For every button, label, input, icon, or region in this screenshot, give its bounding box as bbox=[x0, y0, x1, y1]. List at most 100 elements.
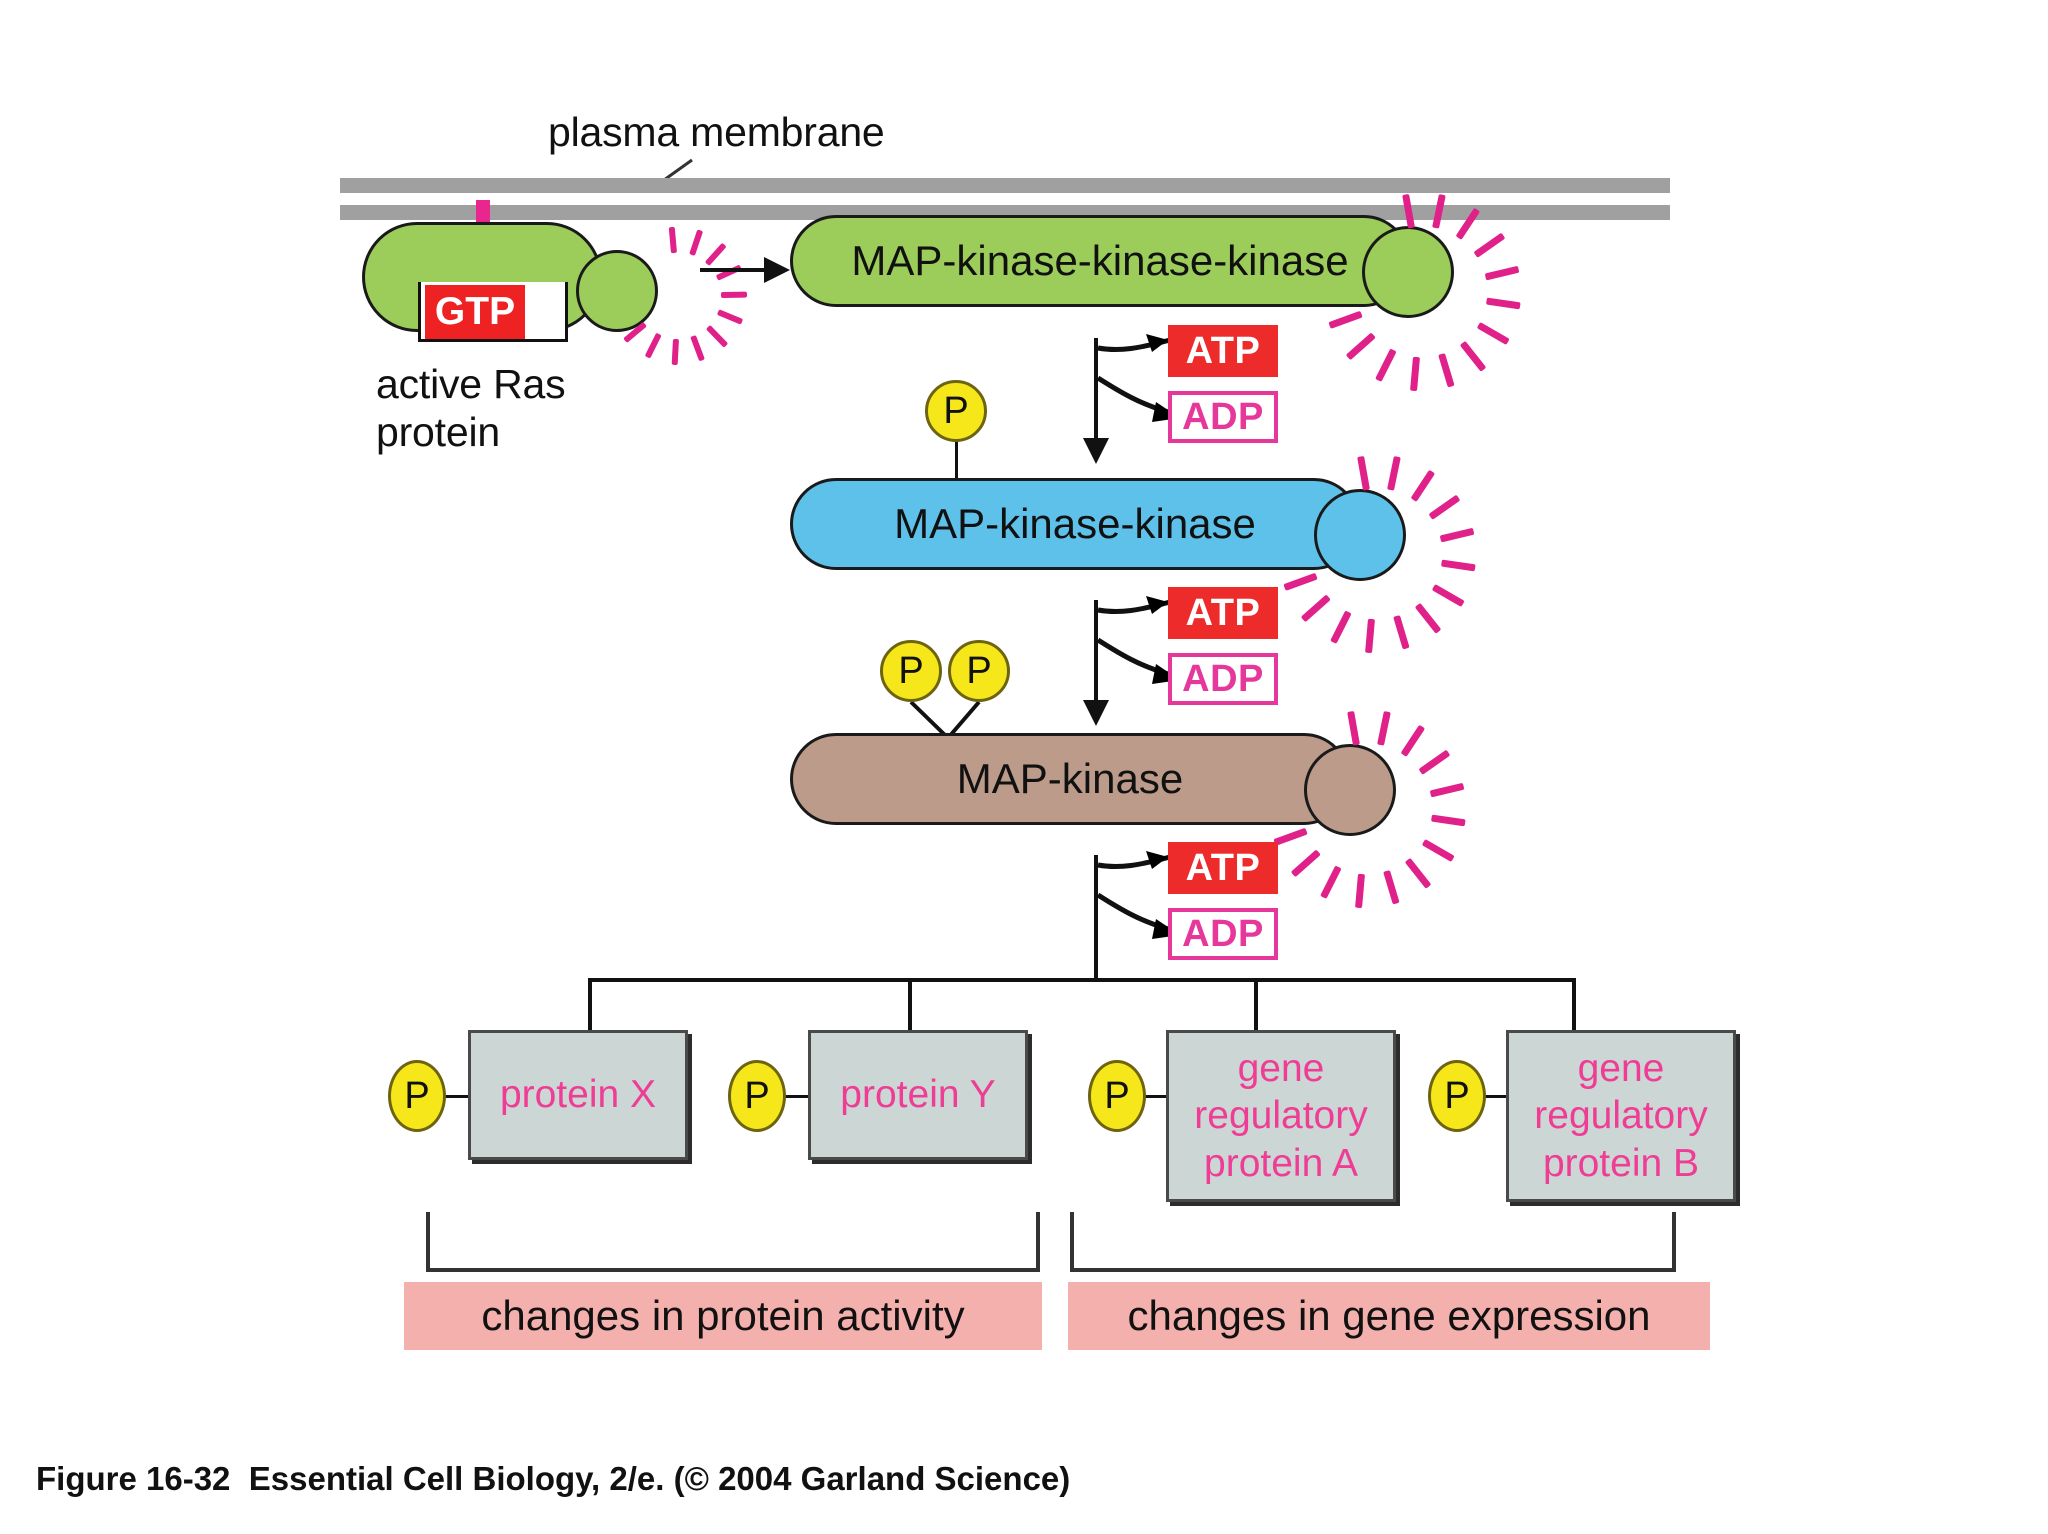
mapkk-body: MAP-kinase-kinase bbox=[790, 478, 1360, 570]
burst-ray bbox=[1405, 857, 1432, 889]
burst-ray bbox=[1455, 207, 1480, 240]
burst-ray bbox=[1301, 594, 1332, 623]
burst-ray bbox=[1355, 873, 1366, 908]
burst-ray bbox=[716, 309, 743, 326]
phosphate-circle-mapkk: P bbox=[925, 380, 987, 442]
active-ras-label-text: active Ras protein bbox=[376, 361, 566, 456]
burst-ray bbox=[1319, 865, 1342, 900]
phosphate-link-protein-y bbox=[784, 1095, 810, 1098]
bracket-protein-activity bbox=[426, 1212, 1040, 1272]
adp-badge-2: ADP bbox=[1168, 653, 1278, 705]
burst-ray bbox=[1356, 455, 1370, 491]
phosphate-circle-protein-y: P bbox=[728, 1060, 786, 1132]
burst-ray bbox=[668, 226, 678, 254]
burst-ray bbox=[671, 338, 679, 366]
branch-line-1 bbox=[588, 978, 592, 1042]
mapkkk-activation-knob bbox=[1362, 226, 1454, 318]
ras-to-mapkkk-arrowhead-icon bbox=[764, 257, 790, 283]
figure-caption: Figure 16-32 Essential Cell Biology, 2/e… bbox=[36, 1460, 1071, 1497]
burst-ray bbox=[1432, 194, 1446, 230]
phosphate-link-grp-a bbox=[1144, 1095, 1170, 1098]
target-box-protein-y[interactable]: protein Y bbox=[808, 1030, 1028, 1160]
mapkkk-activation-burst-icon bbox=[1328, 190, 1521, 391]
mapk-label: MAP-kinase bbox=[956, 755, 1184, 802]
phosphate-stem-mapkk bbox=[955, 440, 958, 482]
phosphate-circle-mapk-1: P bbox=[880, 640, 942, 702]
burst-ray bbox=[1460, 340, 1487, 372]
phosphate-link-grp-b bbox=[1484, 1095, 1510, 1098]
phospho-arrow-1-head-icon bbox=[1083, 438, 1109, 464]
burst-ray bbox=[1477, 321, 1510, 345]
atp-badge-3: ATP bbox=[1168, 842, 1278, 894]
burst-ray bbox=[1441, 559, 1476, 572]
burst-ray bbox=[1291, 849, 1322, 878]
burst-ray bbox=[1365, 618, 1376, 653]
ras-effector-knob bbox=[576, 250, 658, 332]
target-box-grp-a-label: gene regulatory protein A bbox=[1194, 1046, 1368, 1185]
mapkk-label: MAP-kinase-kinase bbox=[894, 500, 1256, 547]
burst-ray bbox=[1382, 870, 1400, 905]
target-box-protein-x[interactable]: protein X bbox=[468, 1030, 688, 1160]
burst-ray bbox=[1429, 782, 1465, 798]
burst-ray bbox=[1437, 353, 1455, 388]
phosphate-circle-mapk-2: P bbox=[948, 640, 1010, 702]
burst-ray bbox=[1392, 615, 1410, 650]
burst-ray bbox=[705, 324, 729, 348]
burst-ray bbox=[623, 321, 647, 343]
burst-ray bbox=[1486, 297, 1521, 310]
atp-badge-2: ATP bbox=[1168, 587, 1278, 639]
bracket-base bbox=[1070, 1268, 1676, 1272]
mapk-node[interactable]: MAP-kinase bbox=[790, 733, 1410, 848]
bracket-base bbox=[426, 1268, 1040, 1272]
outcome-banner-protein-activity: changes in protein activity bbox=[404, 1282, 1042, 1350]
mapk-activation-burst-icon bbox=[1273, 707, 1466, 908]
burst-ray bbox=[1374, 348, 1397, 383]
burst-ray bbox=[1329, 610, 1352, 645]
burst-ray bbox=[1387, 456, 1401, 492]
burst-ray bbox=[1415, 602, 1442, 634]
bracket-left-tick bbox=[1070, 1212, 1074, 1272]
burst-ray bbox=[644, 333, 662, 360]
target-box-protein-y-label: protein Y bbox=[840, 1073, 996, 1117]
mapkkk-label: MAP-kinase-kinase-kinase bbox=[851, 237, 1349, 284]
bracket-right-tick bbox=[1672, 1212, 1676, 1272]
mapkk-activation-burst-icon bbox=[1283, 452, 1476, 653]
burst-ray bbox=[720, 291, 748, 299]
target-box-grp-a[interactable]: gene regulatory protein A bbox=[1166, 1030, 1396, 1202]
mapkkk-node[interactable]: MAP-kinase-kinase-kinase bbox=[790, 215, 1470, 330]
target-box-grp-b[interactable]: gene regulatory protein B bbox=[1506, 1030, 1736, 1202]
burst-ray bbox=[1410, 356, 1421, 391]
mapkk-activation-knob bbox=[1314, 489, 1406, 581]
branch-line-4 bbox=[1572, 978, 1576, 1042]
burst-ray bbox=[704, 242, 727, 267]
burst-ray bbox=[1377, 711, 1391, 747]
gtp-badge: GTP bbox=[425, 285, 525, 339]
adp-badge-1: ADP bbox=[1168, 391, 1278, 443]
phospho-arrow-2-shaft bbox=[1094, 600, 1098, 705]
target-box-protein-x-label: protein X bbox=[499, 1073, 657, 1117]
active-ras-label: active Ras protein bbox=[376, 360, 566, 457]
ras-activation-burst-icon bbox=[618, 218, 748, 366]
burst-ray bbox=[1428, 494, 1461, 520]
branch-line-3 bbox=[1254, 978, 1258, 1042]
phospho-arrow-3-shaft bbox=[1094, 855, 1098, 980]
mapkkk-body: MAP-kinase-kinase-kinase bbox=[790, 215, 1410, 307]
bracket-left-tick bbox=[426, 1212, 430, 1272]
outcome-banner-gene-expression: changes in gene expression bbox=[1068, 1282, 1710, 1350]
burst-ray bbox=[1346, 710, 1360, 746]
ras-to-mapkkk-arrow-line bbox=[700, 268, 766, 272]
burst-ray bbox=[1432, 583, 1465, 607]
membrane-outer-leaflet bbox=[340, 178, 1670, 193]
plasma-membrane-label: plasma membrane bbox=[548, 109, 885, 155]
burst-ray bbox=[1418, 749, 1451, 775]
branch-line-2 bbox=[908, 978, 912, 1042]
phosphate-circle-grp-a: P bbox=[1088, 1060, 1146, 1132]
burst-ray bbox=[690, 335, 705, 362]
burst-ray bbox=[1473, 232, 1506, 258]
burst-ray bbox=[1401, 193, 1415, 229]
bracket-right-tick bbox=[1036, 1212, 1040, 1272]
burst-ray bbox=[1400, 724, 1425, 757]
mapkk-node[interactable]: MAP-kinase-kinase bbox=[790, 478, 1420, 593]
phospho-arrow-2-head-icon bbox=[1083, 700, 1109, 726]
